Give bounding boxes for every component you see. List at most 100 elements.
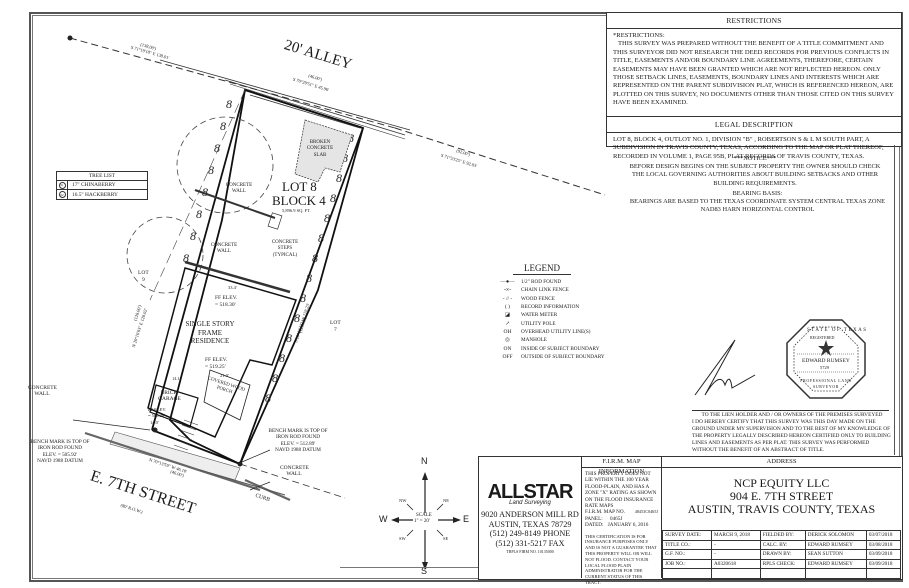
wood-fence-icon: - // - (502, 295, 513, 302)
company-firm-no: TBPLS FIRM NO. 10135000 (506, 549, 554, 554)
scale-value: 1" = 20' (414, 519, 430, 524)
outside-boundary-icon: OFF (502, 353, 513, 360)
seal-number: 5729 (820, 365, 829, 370)
svg-text:8: 8 (336, 171, 342, 185)
lot-area-label: 5,896.9 SQ. FT. (282, 208, 311, 213)
svg-text:8: 8 (272, 371, 278, 385)
seal-registered: REGISTERED (810, 335, 835, 340)
lot-9-label: LOT (138, 270, 149, 276)
svg-text:8: 8 (202, 185, 208, 199)
bench-mark-left: BENCH MARK IS TOP OF IRON ROD FOUND ELEV… (30, 439, 90, 465)
manhole-icon: ◎ (505, 337, 510, 344)
ff-elev-3: = 506.28' (148, 413, 165, 418)
svg-text:8: 8 (324, 211, 330, 225)
compass-w: W (379, 514, 388, 524)
svg-text:8: 8 (279, 351, 285, 365)
firm-map-info-cell: F.I.R.M. MAP INFORMATION THIS PROPERTY D… (582, 457, 662, 585)
drawing-inner-border (32, 15, 900, 579)
firm-header: F.I.R.M. MAP INFORMATION (582, 457, 661, 475)
compass-s: S (421, 566, 428, 576)
drawing-border (29, 12, 903, 582)
table-row (661, 568, 902, 579)
svg-text:8: 8 (306, 271, 312, 285)
concrete-wall-label-1: CONCRETE WALL (225, 183, 253, 195)
legend-item: ◎MANHOLE (495, 336, 645, 344)
lot-9-num: 9 (142, 277, 145, 283)
lot-7-num: 7 (334, 327, 337, 333)
bottom-divider (340, 567, 480, 568)
svg-text:8: 8 (208, 163, 214, 177)
svg-text:8: 8 (265, 391, 271, 405)
svg-text:8: 8 (300, 291, 306, 305)
compass-ne: NE (443, 498, 449, 503)
legend: LEGEND —●—1/2" ROD FOUND -∞-CHAIN LINK F… (495, 263, 645, 361)
svg-text:8: 8 (196, 207, 202, 221)
rod-found-icon: —●— (500, 279, 515, 286)
concrete-wall-label-2: CONCRETE WALL (210, 243, 238, 255)
dim-14-0: 14.0' (150, 420, 159, 425)
concrete-wall-label-3: CONCRETE WALL (28, 385, 58, 398)
property-city: AUSTIN, TRAVIS COUNTY, TEXAS (687, 502, 876, 516)
dim-33-4: 33.4' (228, 285, 237, 290)
residence-label: SINGLE STORY FRAME RESIDENCE (185, 320, 235, 345)
lot-8-label: LOT 8 (282, 179, 317, 194)
compass-rose-icon (391, 472, 461, 570)
seal-state: STATE OF TEXAS (807, 328, 868, 333)
firm-panel: 0465J (609, 515, 623, 522)
company-fax: (512) 331-5217 FAX (495, 538, 565, 548)
svg-text:8: 8 (214, 141, 220, 155)
svg-text:8: 8 (226, 97, 232, 111)
legend-item: ↗UTILITY POLE (495, 319, 645, 327)
certification-text: I DO HEREBY CERTIFY THAT THIS SURVEY WAS… (692, 419, 891, 453)
company-phone: (512) 249-8149 PHONE (489, 529, 571, 538)
tree-list: TREE LIST 01 17" CHINABERRY 02 16.5" HAC… (56, 171, 148, 200)
compass-nw: NW (399, 498, 407, 503)
notice-text: BEFORE DESIGN BEGINS ON THE SUBJECT PROP… (629, 163, 881, 187)
seal-profession: PROFESSIONAL LAND SURVEYOR (800, 378, 852, 390)
svg-text:8: 8 (190, 229, 196, 243)
tree-list-header: TREE LIST (57, 172, 147, 181)
svg-text:8: 8 (220, 119, 226, 133)
tree-number-icon: 01 (58, 181, 66, 189)
firm-dated: JANUARY 6, 2016 (607, 522, 649, 529)
certification-divider (692, 410, 889, 411)
tree-list-row: 02 16.5" HACKBERRY (57, 190, 147, 199)
ff-elev-2-label: FF ELEV. (205, 357, 228, 363)
legend-title: LEGEND (513, 263, 571, 275)
title-block: ALLSTAR Land Surveying 9020 ANDERSON MIL… (478, 456, 903, 585)
property-street: 904 E. 7TH STREET (729, 489, 834, 503)
certification-first-line: TO THE LIEN HOLDER AND / OR OWNERS OF TH… (701, 412, 883, 418)
surveyor-seal: STATE OF TEXAS REGISTERED EDWARD RUMSEY … (785, 318, 867, 400)
company-logo-cell: ALLSTAR Land Surveying 9020 ANDERSON MIL… (479, 457, 582, 578)
tree-list-row: 01 17" CHINABERRY (57, 180, 147, 190)
restrictions-panel: RESTRICTIONS *RESTRICTIONS: THIS SURVEY … (606, 12, 902, 160)
ff-elev-2: = 519.25' (205, 364, 226, 370)
compass-se: SE (443, 536, 449, 541)
scale-label: SCALE (416, 513, 432, 518)
compass-e: E (463, 514, 470, 524)
seal-octagon-icon (786, 319, 866, 399)
seal-name: EDWARD RUMSEY (802, 358, 850, 364)
company-logo-tagline: Land Surveying (509, 500, 551, 506)
bearing-basis-block: BEARING BASIS: BEARINGS ARE BASED TO THE… (620, 190, 895, 215)
firm-disclaimer: THIS CERTIFICATION IS FOR INSURANCE PURP… (585, 533, 657, 586)
bearing-basis-text: BEARINGS ARE BASED TO THE TEXAS COORDINA… (629, 198, 886, 214)
legal-description-text: LOT 8, BLOCK 4, OUTLOT NO. 1, DIVISION "… (613, 136, 884, 160)
water-meter-icon: ◪ (504, 312, 511, 319)
certification-text-block: TO THE LIEN HOLDER AND / OR OWNERS OF TH… (692, 412, 892, 454)
lot-7-label: LOT (330, 320, 341, 326)
legend-item: -∞-CHAIN LINK FENCE (495, 286, 645, 294)
firm-text: THIS PROPERTY DOES NOT LIE WITHIN THE 10… (585, 471, 657, 510)
compass-sw: SW (399, 536, 406, 541)
svg-text:8: 8 (330, 191, 336, 205)
address-header: ADDRESS (662, 457, 901, 468)
ff-elev-1: = 518.30' (215, 302, 236, 308)
notice-block: ***NOTICE*** BEFORE DESIGN BEGINS ON THE… (625, 155, 885, 188)
restrictions-lead: *RESTRICTIONS: (613, 32, 665, 39)
